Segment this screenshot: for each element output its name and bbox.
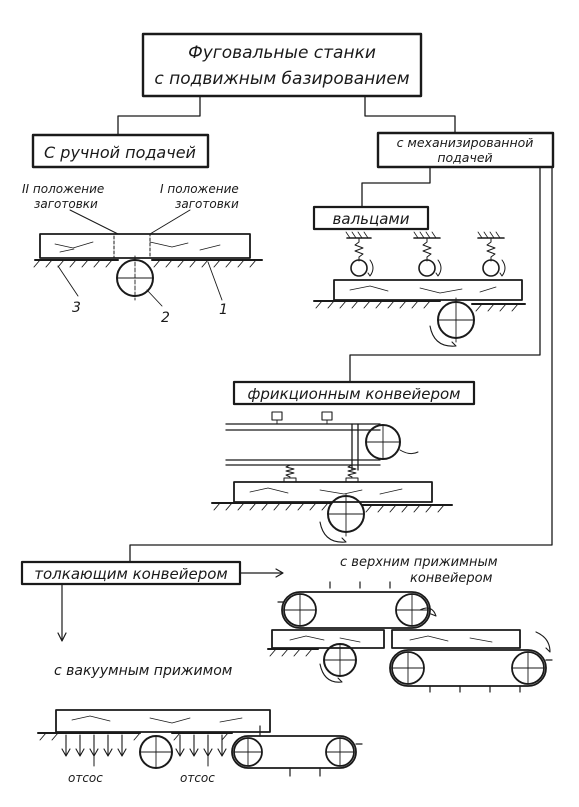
mechanized-connectors — [129, 166, 553, 563]
vacuum-label: с вакуумным прижимом — [54, 663, 233, 679]
vacuum-workpiece — [55, 709, 271, 733]
title-connectors — [117, 95, 456, 136]
friction-spring-2 — [347, 464, 357, 478]
feed-roller-1 — [345, 231, 374, 277]
title-block: Фуговальные станки с подвижным базирован… — [141, 32, 423, 98]
rollers-schematic: вальцами — [312, 205, 526, 347]
friction-lower-line — [225, 459, 381, 466]
mechanized-feed-line-2: подачей — [437, 150, 492, 165]
vacuum-pusher-belt — [231, 735, 357, 769]
friction-label: фрикционным конвейером — [248, 385, 461, 403]
vacuum-pusher-lugs — [259, 725, 363, 777]
lower-belt-lugs — [429, 659, 553, 693]
callout-1: 1 — [219, 302, 228, 318]
rollers-rotation-arrow — [429, 325, 457, 347]
lower-belt-loop — [389, 649, 547, 687]
upper-belt-loop — [281, 591, 431, 629]
exhaust-label-2: отсос — [180, 771, 215, 785]
upper-conveyor-schematic: с верхним прижимным конвейером — [267, 555, 553, 693]
rollers-frame — [312, 205, 430, 231]
upper-label-line-2: конвейером — [410, 571, 493, 586]
callout-2: 2 — [161, 310, 170, 326]
connector-to-manual — [117, 95, 201, 136]
manual-feed-label: С ручной подачей — [44, 143, 196, 162]
table-hatching — [33, 259, 257, 268]
position-2-leader — [69, 209, 119, 235]
manual-wood-grain — [54, 241, 221, 253]
callout-3: 3 — [72, 300, 81, 316]
friction-frame — [232, 380, 476, 406]
title-line-1: Фуговальные станки — [188, 43, 376, 63]
manual-feed-block: С ручной подачей — [31, 133, 210, 169]
vacuum-table-hatching — [39, 732, 229, 741]
manual-position-dashed — [113, 233, 151, 259]
friction-drive-arrow — [399, 449, 419, 455]
suction-arrows-right — [175, 734, 227, 757]
manual-workpiece — [39, 233, 251, 259]
rollers-wood-grain — [349, 285, 497, 294]
connector-to-friction — [349, 166, 541, 383]
upper-belt-rotation-arrow — [419, 607, 437, 617]
upper-workpiece-1 — [271, 629, 385, 649]
title-frame — [141, 32, 423, 98]
position-1-line-2: заготовки — [175, 197, 239, 211]
rollers-table-hatching — [315, 300, 519, 312]
connector-to-mechanized — [364, 95, 456, 134]
friction-rotation-arrow — [319, 521, 347, 543]
title-line-2: с подвижным базированием — [154, 69, 409, 89]
feed-roller-3 — [477, 231, 506, 277]
upper-belt-lugs — [277, 581, 391, 603]
manual-feed-frame — [31, 133, 210, 169]
lower-belt-rotation-arrow — [535, 631, 551, 653]
upper-cutter-rotation-arrow — [319, 663, 343, 683]
arrow-to-upper-head — [275, 568, 284, 578]
leader-1 — [207, 261, 223, 301]
exhaust-label-1: отсос — [68, 771, 103, 785]
upper-workpiece-2 — [391, 629, 521, 649]
mechanized-feed-frame — [376, 131, 555, 169]
leader-2 — [146, 289, 163, 307]
feed-roller-2 — [413, 231, 442, 277]
position-2-line-1: II положение — [22, 182, 104, 196]
arrow-to-vacuum-head — [57, 632, 67, 642]
leader-3 — [57, 265, 79, 297]
pusher-label: толкающим конвейером — [34, 565, 227, 583]
friction-spring-1 — [285, 464, 295, 478]
vacuum-wood-grain — [71, 715, 243, 724]
mechanized-feed-block: с механизированной подачей — [376, 131, 555, 169]
rollers-label: вальцами — [333, 210, 410, 228]
position-1-leader — [149, 209, 191, 235]
mechanized-feed-line-1: с механизированной — [397, 135, 534, 150]
friction-frame-post — [351, 423, 359, 471]
pusher-block: толкающим конвейером — [20, 560, 284, 642]
friction-table-hatching — [213, 502, 445, 513]
suction-arrows-left — [61, 734, 127, 757]
connector-to-pusher — [129, 166, 553, 563]
connector-to-rollers — [361, 166, 431, 208]
position-1-line-1: I положение — [160, 182, 239, 196]
friction-wood-grain — [249, 487, 403, 495]
vacuum-schematic: с вакуумным прижимом отсос отсос — [37, 663, 363, 785]
manual-schematic: II положение заготовки I положение загот… — [22, 182, 263, 326]
friction-schematic: фрикционным конвейером — [211, 380, 476, 543]
upper-label-line-1: с верхним прижимным — [340, 555, 498, 570]
position-2-line-2: заготовки — [34, 197, 98, 211]
